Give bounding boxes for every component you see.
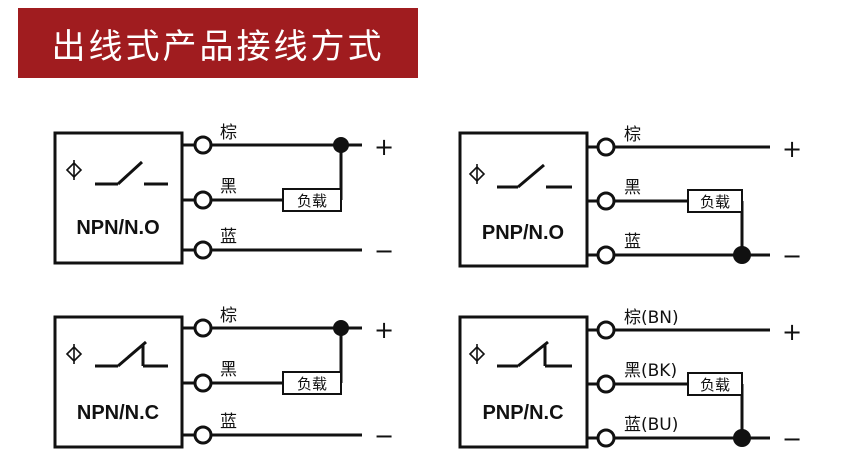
nc-switch-icon bbox=[497, 340, 572, 368]
load-label: 负载 bbox=[700, 193, 730, 211]
wire-label-black: 黑(BK) bbox=[624, 361, 677, 381]
no-switch-icon bbox=[497, 163, 572, 189]
terminal-brown bbox=[596, 137, 616, 157]
plus-sign: + bbox=[782, 318, 802, 346]
load-box: 负载 bbox=[687, 372, 743, 396]
load-box: 负载 bbox=[282, 371, 342, 395]
load-box: 负载 bbox=[282, 188, 342, 212]
junction-dot bbox=[733, 246, 751, 264]
model-label: NPN/N.C bbox=[77, 402, 159, 424]
minus-sign: − bbox=[782, 242, 802, 270]
terminal-brown bbox=[596, 320, 616, 340]
no-switch-icon bbox=[95, 160, 168, 186]
wire-label-black: 黑 bbox=[220, 360, 237, 380]
wire-label-brown: 棕 bbox=[220, 306, 237, 326]
sensor-symbol-icon bbox=[468, 344, 486, 364]
wire-label-brown: 棕(BN) bbox=[624, 308, 679, 328]
plus-sign: + bbox=[782, 135, 802, 163]
wire-label-blue: 蓝 bbox=[220, 412, 237, 432]
wire-label-blue: 蓝 bbox=[220, 227, 237, 247]
wire-label-brown: 棕 bbox=[624, 125, 641, 145]
terminal-black bbox=[193, 190, 213, 210]
plus-sign: + bbox=[374, 133, 394, 161]
model-label: PNP/N.O bbox=[482, 222, 564, 244]
load-label: 负载 bbox=[700, 376, 730, 394]
diagram-npn-nc: NPN/N.C 负载 棕 黑 蓝 + − bbox=[53, 306, 394, 450]
diagram-pnp-nc: PNP/N.C 负载 棕(BN) 黑(BK) 蓝(BU) + − bbox=[458, 308, 802, 453]
terminal-blue bbox=[193, 425, 213, 445]
wire-label-black: 黑 bbox=[624, 178, 641, 198]
wire-label-brown: 棕 bbox=[220, 123, 237, 143]
diagram-npn-no: NPN/N.O 负载 棕 黑 蓝 + − bbox=[53, 123, 394, 265]
terminal-blue bbox=[193, 240, 213, 260]
load-box: 负载 bbox=[687, 189, 743, 213]
nc-switch-icon bbox=[95, 340, 168, 368]
wire-label-blue: 蓝 bbox=[624, 232, 641, 252]
junction-dot bbox=[733, 429, 751, 447]
wire-label-black: 黑 bbox=[220, 177, 237, 197]
terminal-black bbox=[193, 373, 213, 393]
sensor-symbol-icon bbox=[65, 344, 83, 364]
minus-sign: − bbox=[374, 422, 394, 450]
sensor-symbol-icon bbox=[65, 160, 83, 180]
minus-sign: − bbox=[782, 425, 802, 453]
junction-dot bbox=[333, 137, 349, 153]
sensor-body bbox=[458, 315, 589, 449]
sensor-body bbox=[53, 315, 184, 449]
minus-sign: − bbox=[374, 237, 394, 265]
diagram-pnp-no: PNP/N.O 负载 棕 黑 蓝 + − bbox=[458, 125, 802, 270]
sensor-body bbox=[458, 131, 589, 268]
sensor-symbol-icon bbox=[468, 164, 486, 184]
page-title: 出线式产品接线方式 bbox=[18, 8, 418, 78]
terminal-black bbox=[596, 374, 616, 394]
terminal-brown bbox=[193, 318, 213, 338]
plus-sign: + bbox=[374, 316, 394, 344]
terminal-blue bbox=[596, 428, 616, 448]
terminal-blue bbox=[596, 245, 616, 265]
wire-label-blue: 蓝(BU) bbox=[624, 415, 678, 435]
sensor-body bbox=[53, 131, 184, 265]
load-label: 负载 bbox=[297, 375, 327, 393]
junction-dot bbox=[333, 320, 349, 336]
terminal-brown bbox=[193, 135, 213, 155]
model-label: PNP/N.C bbox=[482, 402, 563, 424]
model-label: NPN/N.O bbox=[76, 217, 159, 239]
terminal-black bbox=[596, 191, 616, 211]
load-label: 负载 bbox=[297, 192, 327, 210]
